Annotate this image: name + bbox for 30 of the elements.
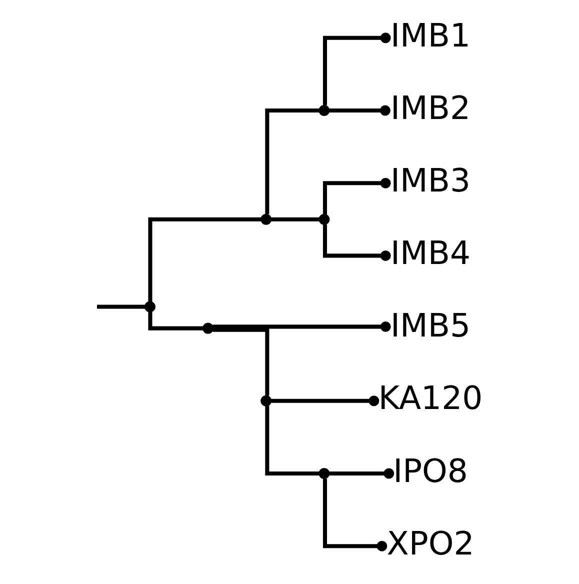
connector xyxy=(265,108,320,214)
connector xyxy=(322,478,388,552)
node-circle xyxy=(144,301,156,312)
node-text: XPO2 xyxy=(386,524,474,562)
connector xyxy=(329,468,394,479)
node-text: IMB2 xyxy=(390,88,471,127)
connector xyxy=(271,217,320,222)
node-text: IPO8 xyxy=(393,452,468,490)
connector xyxy=(212,328,270,396)
connector xyxy=(148,217,262,302)
connector xyxy=(148,312,204,330)
node-text: IMB5 xyxy=(390,306,471,345)
connector xyxy=(322,178,391,214)
connector xyxy=(271,396,380,406)
connector xyxy=(322,224,391,261)
connector xyxy=(265,406,320,476)
node-circle xyxy=(260,395,272,406)
connector xyxy=(212,321,391,332)
node-circle xyxy=(202,322,214,334)
node-text: IMB1 xyxy=(390,16,471,54)
connector xyxy=(322,32,391,106)
node-circle xyxy=(318,214,330,225)
node-text: IMB4 xyxy=(390,234,471,272)
node-circle xyxy=(318,105,330,116)
node-text: KA120 xyxy=(378,379,483,418)
node-text: IMB3 xyxy=(390,161,471,200)
connector xyxy=(329,105,390,116)
node-circle xyxy=(318,468,330,479)
node-circle xyxy=(260,214,272,225)
connector xyxy=(97,304,145,309)
